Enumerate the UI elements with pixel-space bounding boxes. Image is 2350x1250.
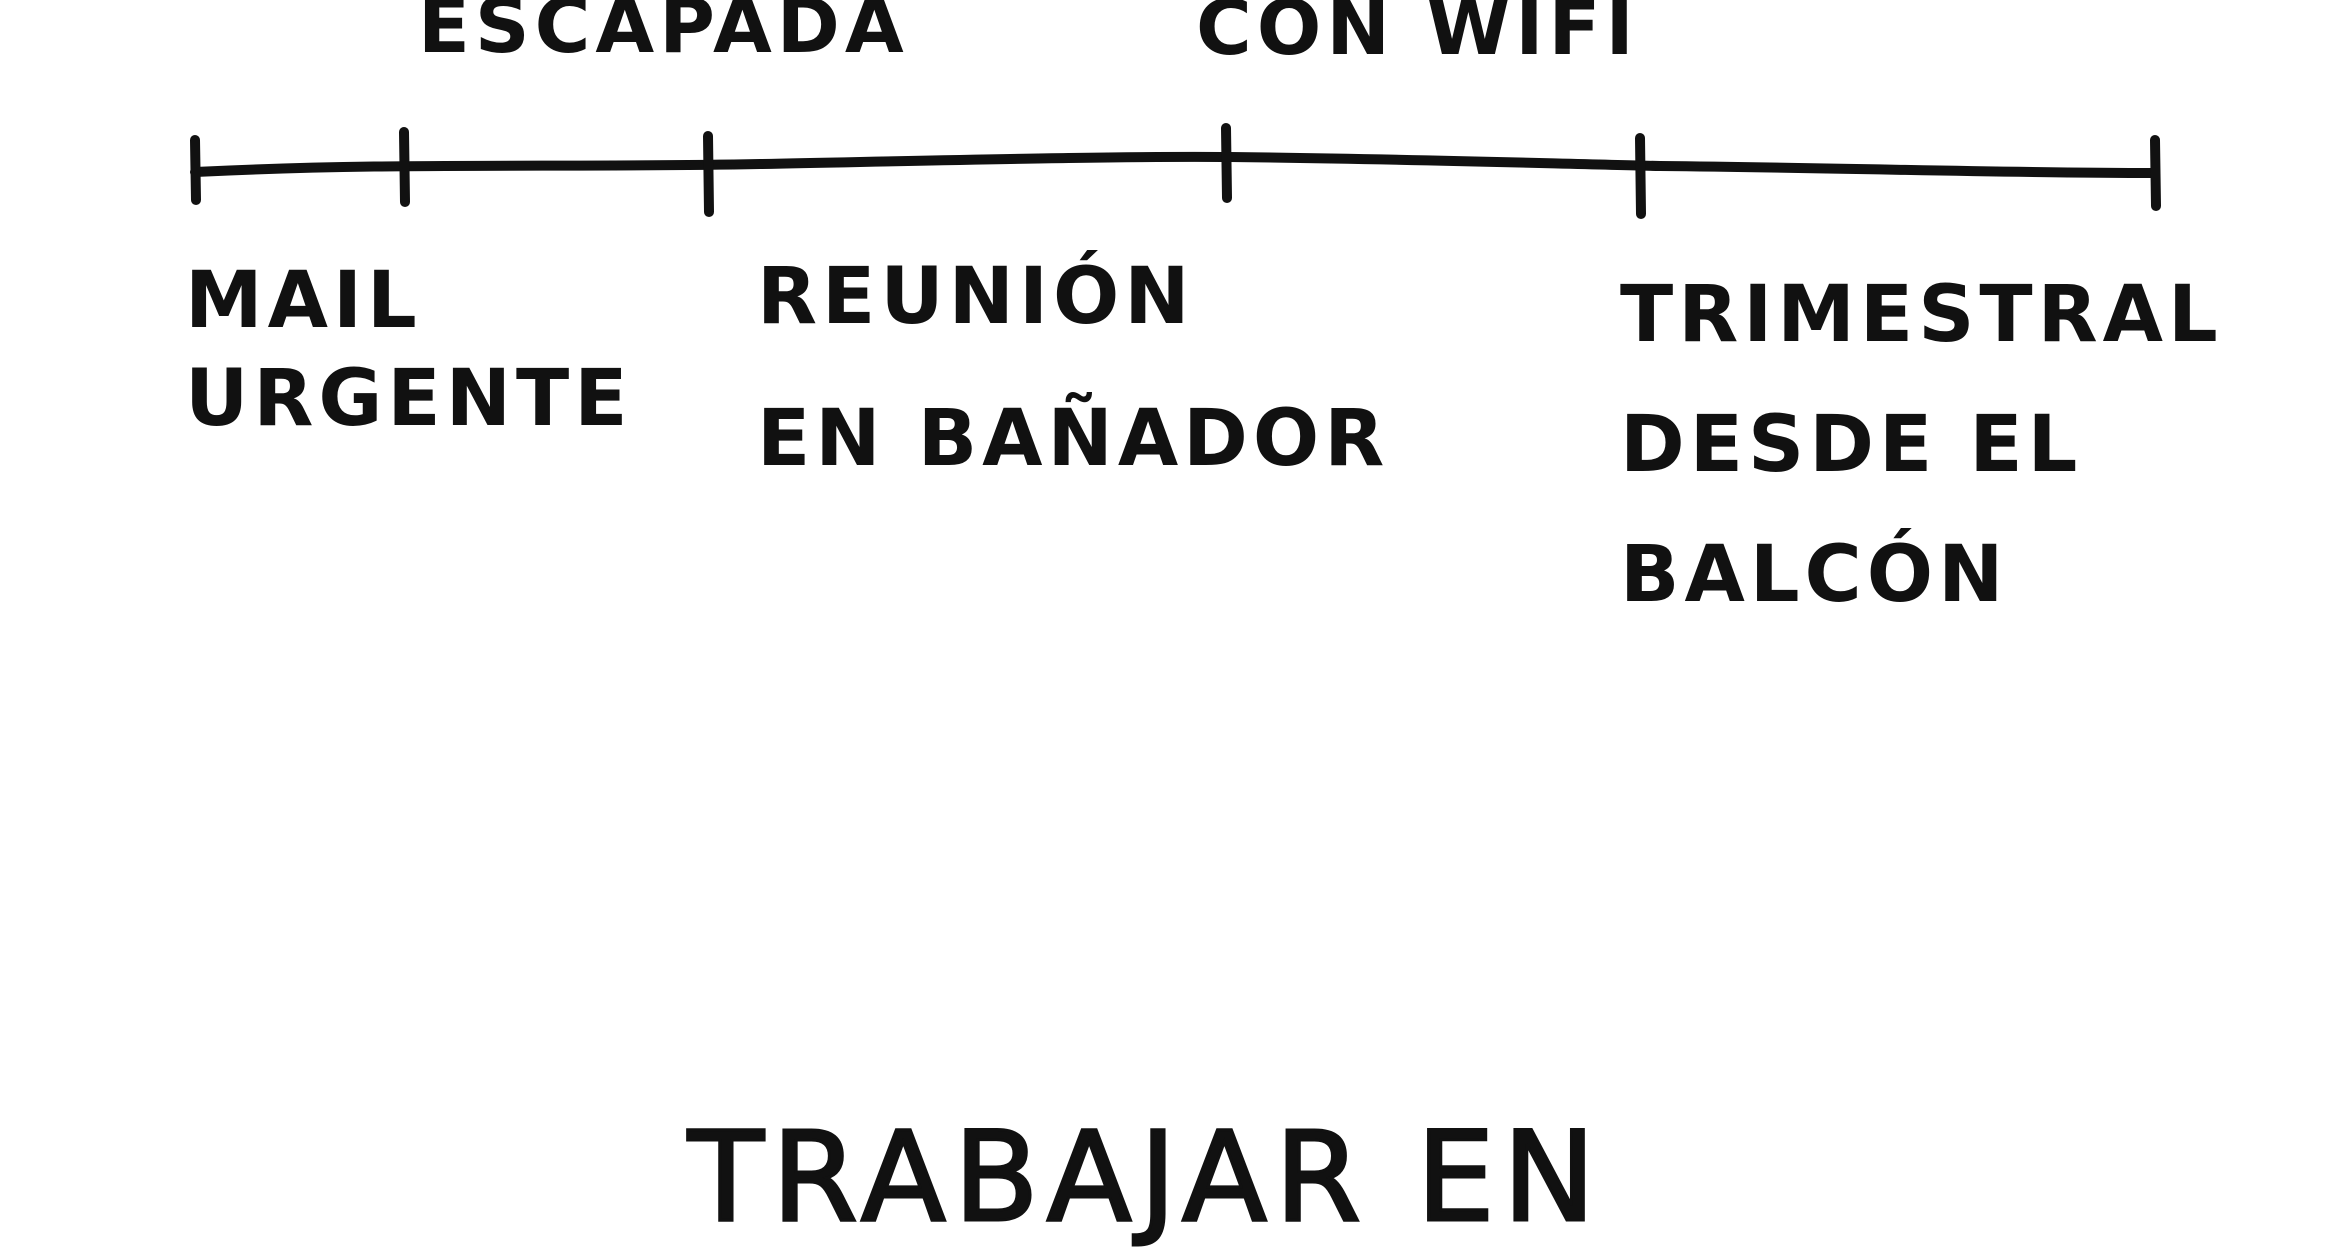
timeline-line: [190, 151, 2160, 178]
timeline-ticks: [190, 123, 2161, 219]
label-line: BALCÓN: [1620, 530, 2009, 620]
above-label-escapada: ESCAPADA: [418, 0, 909, 70]
timeline-tick: [190, 135, 201, 205]
page-title: TRABAJAR EN: [687, 1106, 1604, 1250]
label-line: URGENTE: [185, 354, 633, 444]
below-label-reunion: REUNIÓN EN BAÑADOR: [757, 258, 1389, 478]
timeline-tick: [1635, 133, 1646, 219]
label-line: REUNIÓN: [757, 252, 1195, 342]
label-line: DESDE EL: [1620, 400, 2083, 490]
above-label-con-wifi: CON WIFI: [1196, 0, 1639, 72]
label-line: MAIL: [185, 256, 422, 346]
timeline-tick: [2150, 135, 2161, 211]
label-line: TRIMESTRAL: [1620, 270, 2223, 360]
below-label-trimestral: TRIMESTRAL DESDE EL BALCÓN: [1620, 276, 2223, 614]
timeline-tick: [399, 127, 410, 207]
below-label-mail-urgente: MAIL URGENTE: [185, 262, 632, 438]
timeline-tick: [703, 131, 714, 217]
label-line: EN BAÑADOR: [757, 394, 1390, 484]
timeline-tick: [1221, 123, 1232, 203]
